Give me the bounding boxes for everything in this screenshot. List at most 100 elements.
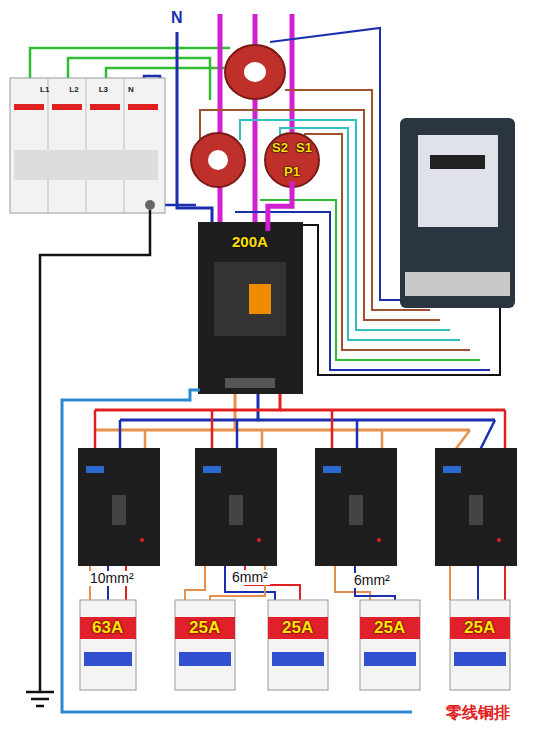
mccbs-part [315, 448, 397, 566]
mcbs-part [360, 617, 420, 639]
ground-symbol-part [36, 705, 44, 708]
main-breaker-part [198, 222, 303, 394]
mcbs-part [364, 652, 416, 666]
mccb-feeds-part [480, 420, 495, 450]
branch-wires-part [225, 566, 275, 600]
energy-meter-part [400, 118, 515, 308]
rating-text: 25A [282, 618, 313, 637]
current-transformers-part [225, 45, 285, 99]
cable-size: 10mm² [88, 571, 136, 586]
mccbs-part [257, 538, 261, 542]
mccb-feeds-part [119, 420, 122, 450]
mcb-rating: 25A [371, 617, 408, 639]
current-transformers-part [244, 62, 266, 82]
rating-text: 200A [232, 233, 268, 250]
surge-protector [10, 78, 165, 213]
mccb-feeds-part [211, 410, 214, 450]
surge-protector-part [10, 78, 165, 213]
mccb-feeds-part [381, 430, 384, 450]
mccbs-part [443, 466, 461, 473]
rating-text: L2 [69, 86, 78, 95]
surge-protector-part [14, 150, 158, 180]
ct-meter-wires [200, 28, 500, 375]
busbars [220, 14, 292, 222]
mcbs-part [175, 617, 235, 639]
mccb-feeds-part [331, 410, 334, 450]
mccbs-part [377, 538, 381, 542]
main-breaker-part [225, 378, 275, 388]
mcb-rating: 25A [279, 617, 316, 639]
ground-symbol-part [31, 698, 49, 701]
mccb-feeds-part [455, 430, 470, 450]
mccbs-part [112, 495, 126, 525]
mccbs-part [497, 538, 501, 542]
rating-text: 25A [374, 618, 405, 637]
mcbs-part [175, 600, 235, 690]
mccb-feeds-part [261, 430, 264, 450]
mcbs-part [272, 652, 324, 666]
surge-protector-part [90, 104, 120, 110]
rating-text: 25A [189, 618, 220, 637]
outgoing-bus-part [95, 394, 280, 410]
energy-meter-part [430, 155, 485, 169]
mcbs-part [268, 600, 328, 690]
surge-protector-part [128, 104, 158, 110]
rating-text: L1 [40, 86, 49, 95]
rating-text: N [128, 86, 134, 95]
mcb-rating: 63A [89, 617, 126, 639]
energy-meter-part [405, 272, 510, 296]
energy-meter-part [418, 135, 498, 227]
rating-text: L3 [99, 86, 108, 95]
branch-wires-part [477, 566, 479, 600]
mccbs [78, 448, 517, 566]
mcbs-part [80, 600, 136, 690]
neutral-bar-label: 零线铜排 [444, 704, 512, 722]
mcbs-part [450, 600, 510, 690]
mcbs-part [179, 652, 231, 666]
mcbs-part [84, 652, 132, 666]
rating-text: P1 [284, 165, 300, 179]
neutral-wire [177, 32, 212, 222]
outgoing-bus-part [235, 429, 470, 432]
rating-text: S1 [296, 141, 312, 155]
current-transformers-part [265, 133, 319, 187]
mccbs-part [86, 466, 104, 473]
mccb-feeds-part [236, 420, 239, 450]
main-breaker-rating: 200A [228, 231, 272, 253]
current-transformers-part [191, 133, 245, 187]
mccb-feeds [95, 410, 505, 450]
surge-protector-part [145, 200, 155, 210]
surge-protector-part [14, 104, 44, 110]
ground-symbol-part [26, 691, 54, 694]
mccbs-part [469, 495, 483, 525]
main-breaker-part [214, 262, 286, 336]
mccbs-part [435, 448, 517, 566]
current-transformers-part [208, 150, 228, 170]
cable-size: 6mm² [230, 570, 270, 585]
mccbs-part [323, 466, 341, 473]
mccb-feeds-part [504, 410, 507, 450]
surge-protector-part [86, 78, 87, 213]
branch-wires-part [185, 566, 205, 600]
surge-protector-terminals: L1 L2 L3 N [36, 84, 138, 97]
surge-protector-part [52, 104, 82, 110]
mcbs-part [80, 617, 136, 639]
mccb-feeds-part [94, 410, 97, 450]
current-transformers [191, 45, 319, 187]
rating-text: 25A [464, 618, 495, 637]
mcb-rating: 25A [186, 617, 223, 639]
mcbs-part [268, 617, 328, 639]
mcb-rating: 25A [461, 617, 498, 639]
surge-protector-part [124, 78, 125, 213]
branch-wires-part [504, 566, 506, 600]
outgoing-bus-part [258, 419, 495, 422]
main-breaker [198, 222, 303, 394]
mccbs-part [229, 495, 243, 525]
rating-text: S2 [272, 141, 288, 155]
mcbs-part [360, 600, 420, 690]
mccbs-part [203, 466, 221, 473]
mccb-feeds-part [144, 430, 147, 450]
